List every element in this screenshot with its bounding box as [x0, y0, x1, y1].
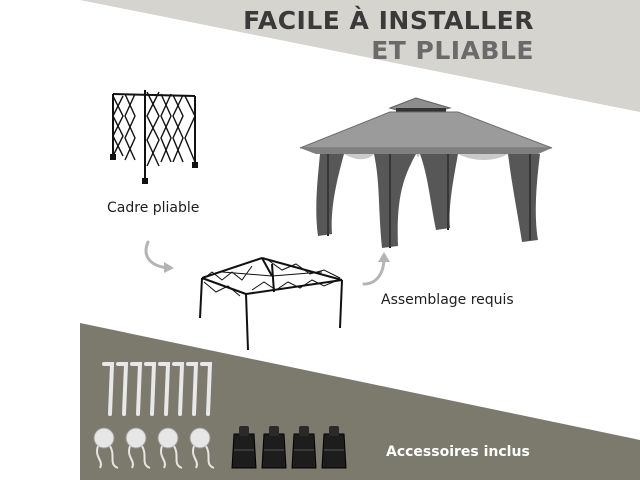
- headline-line-1: FACILE À INSTALLER: [243, 6, 534, 35]
- curved-arrow-icon: [362, 252, 390, 286]
- open-frame-illustration: [199, 257, 343, 351]
- caption-accessories-included: Accessoires inclus: [386, 444, 530, 460]
- gazebo-vent: [396, 108, 446, 114]
- headline-line-2: ET PLIABLE: [371, 36, 534, 65]
- bottom-diagonal-band: [80, 323, 640, 480]
- ground-stakes-illustration: [102, 362, 213, 416]
- top-diagonal-band: [80, 0, 640, 112]
- weight-bags-illustration: [231, 426, 347, 469]
- gazebo-illustration: [299, 97, 553, 248]
- curved-arrow-icon: [144, 240, 174, 273]
- gazebo-netting: [316, 154, 540, 248]
- gazebo-canopy: [299, 111, 553, 149]
- caption-folding-frame: Cadre pliable: [107, 200, 200, 216]
- ropes-illustration: [93, 427, 215, 469]
- folded-frame-illustration: [110, 90, 198, 184]
- caption-assembly-required: Assemblage requis: [381, 292, 514, 308]
